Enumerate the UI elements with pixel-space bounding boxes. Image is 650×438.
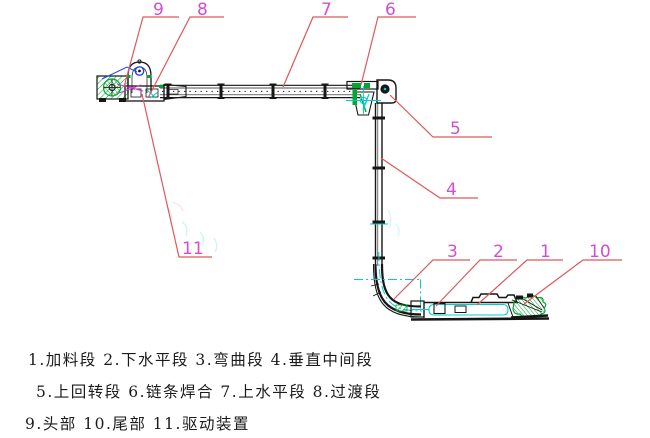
callout-11: 11 [182, 239, 204, 259]
legend-line-2: 5.上回转段 6.链条焊合 7.上水平段 8.过渡段 [36, 383, 382, 401]
head-assembly [96, 59, 165, 102]
callout-2: 2 [493, 242, 504, 262]
leader-3 [393, 259, 470, 300]
leader-5 [389, 94, 492, 138]
legend-line-3: 9.头部 10.尾部 11.驱动装置 [25, 415, 250, 433]
callout-leaders [123, 16, 622, 307]
upper-horizontal-section [160, 84, 360, 99]
leader-8 [147, 16, 224, 99]
callout-6: 6 [385, 0, 396, 20]
watermark-remnants [57, 201, 400, 430]
legend-line-1: 1.加料段 2.下水平段 3.弯曲段 4.垂直中间段 [28, 351, 374, 369]
leader-10 [523, 259, 622, 305]
leader-4 [380, 157, 478, 199]
callout-10: 10 [589, 242, 611, 262]
callout-8: 8 [197, 0, 208, 20]
callout-4: 4 [446, 180, 457, 200]
tail-assembly [510, 293, 549, 319]
callout-3: 3 [447, 242, 458, 262]
callout-5: 5 [450, 119, 461, 139]
transition-section [163, 83, 187, 101]
leader-1 [476, 259, 563, 306]
callout-7: 7 [321, 0, 332, 20]
curved-section [354, 251, 425, 318]
callout-numbers: 9 8 7 6 5 4 3 2 1 10 11 [153, 0, 611, 262]
callout-1: 1 [540, 242, 551, 262]
lower-horizontal-section [410, 293, 550, 321]
leader-7 [282, 16, 348, 88]
vertical-section [370, 103, 388, 266]
leader-2 [435, 259, 517, 307]
leader-9 [123, 16, 179, 88]
leader-11 [141, 93, 212, 258]
upper-corner-assembly [346, 79, 397, 116]
leader-6 [360, 16, 416, 86]
callout-9: 9 [153, 0, 164, 20]
